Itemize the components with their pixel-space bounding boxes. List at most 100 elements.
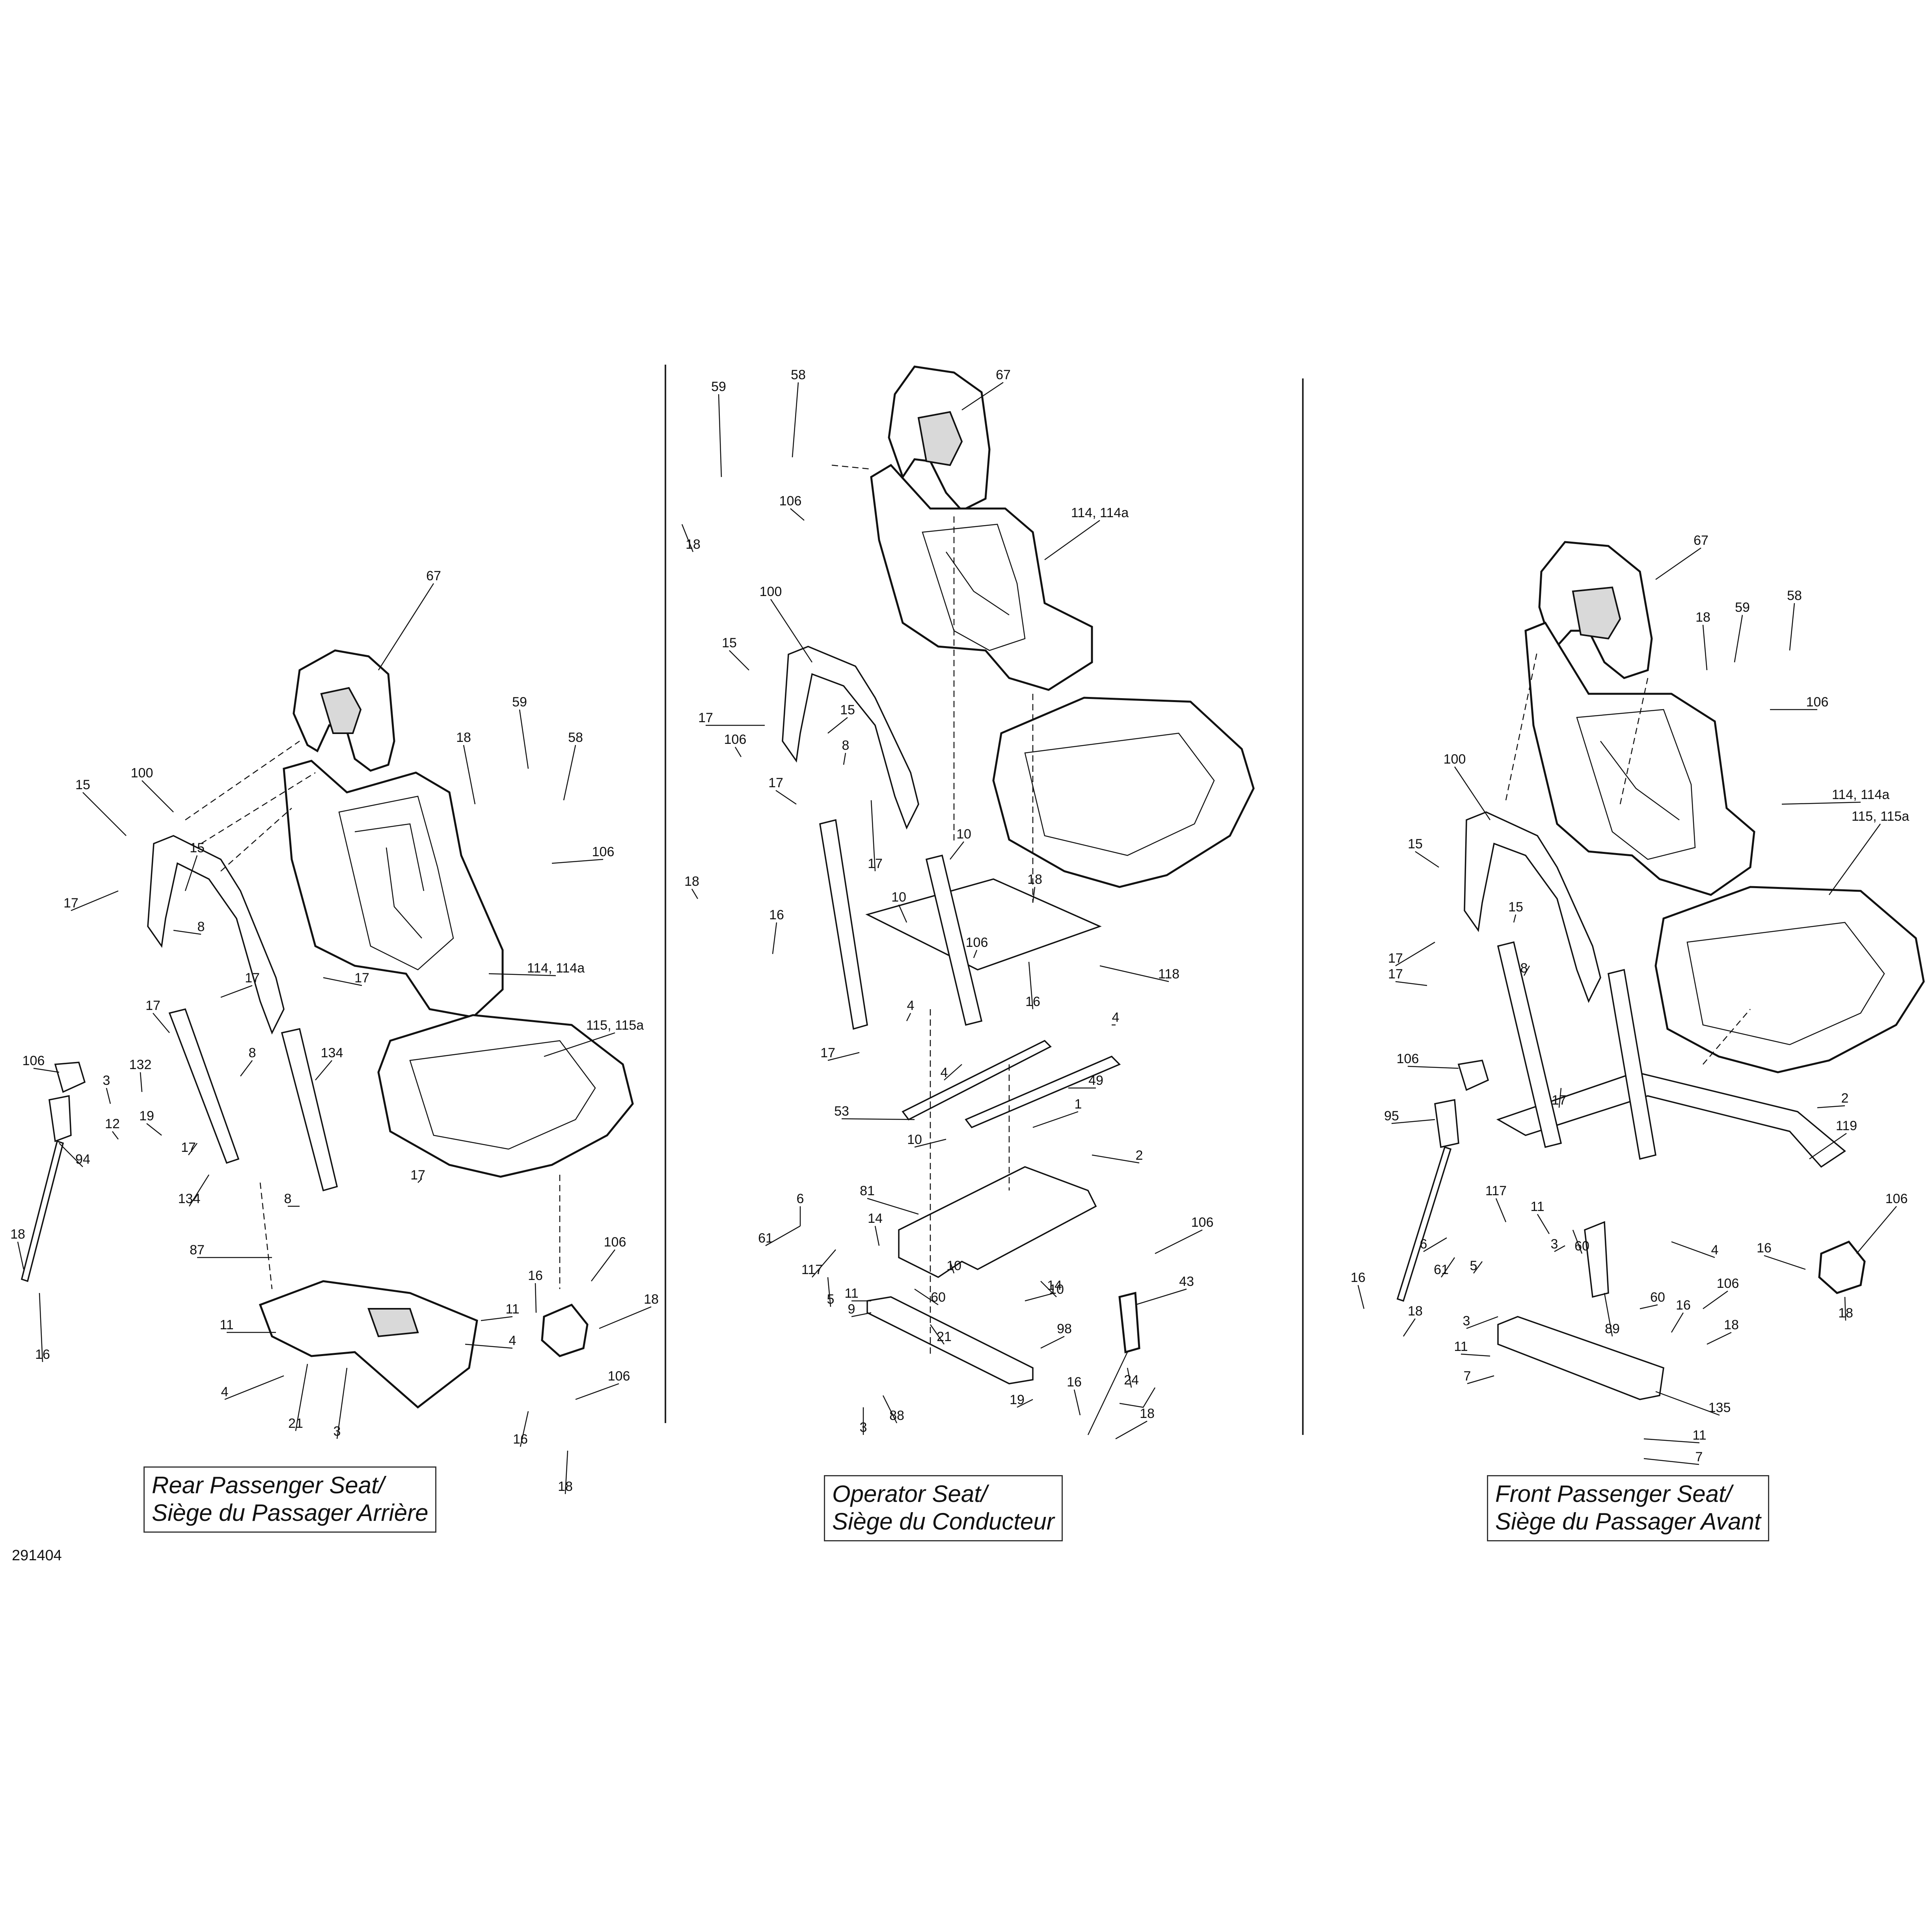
front-upright-b — [1608, 969, 1656, 1160]
leader-line — [1155, 1229, 1203, 1254]
callout-operator-5: 114, 114a — [1071, 505, 1129, 520]
leader-line — [519, 709, 529, 769]
leader-line — [112, 1131, 119, 1140]
callout-front-9: 17 — [1388, 951, 1403, 966]
leader-line — [1415, 851, 1439, 868]
leader-line — [1817, 1105, 1845, 1109]
callout-front-16: 95 — [1384, 1109, 1399, 1123]
rear-seat-title-line1: Rear Passenger Seat/ — [152, 1472, 385, 1498]
leader-line — [882, 1395, 898, 1423]
leader-line — [1655, 1391, 1720, 1416]
leader-line — [729, 650, 749, 671]
callout-operator-16: 10 — [956, 827, 971, 842]
callout-rear-0: 67 — [426, 568, 441, 583]
callout-front-8: 15 — [1508, 900, 1523, 915]
operator-frame-100 — [782, 646, 919, 830]
operator-seat-title-line1: Operator Seat/ — [832, 1481, 987, 1507]
leader-line — [535, 1283, 537, 1313]
leader-line — [1844, 1297, 1846, 1321]
front-seat-title: Front Passenger Seat/ Siège du Passager … — [1487, 1475, 1769, 1541]
callout-operator-30: 2 — [1136, 1148, 1143, 1163]
leader-line — [1040, 1281, 1057, 1297]
leader-line — [841, 1118, 915, 1120]
operator-backrest — [870, 464, 1093, 691]
callout-rear-13: 17 — [145, 998, 160, 1013]
callout-front-5: 114, 114a — [1832, 787, 1889, 802]
callout-front-23: 5 — [1470, 1258, 1477, 1273]
leader-line — [1028, 961, 1034, 1010]
leader-line — [1466, 1316, 1498, 1329]
leader-line — [1554, 1245, 1565, 1252]
callout-rear-29: 87 — [190, 1243, 205, 1258]
leader-line — [691, 889, 699, 899]
rear-seat-title: Rear Passenger Seat/ Siège du Passager A… — [143, 1466, 437, 1533]
leader-line — [481, 1316, 513, 1321]
callout-front-33: 16 — [1676, 1298, 1691, 1313]
callout-front-34: 18 — [1724, 1317, 1739, 1332]
leader-line — [1044, 520, 1100, 561]
leader-line — [188, 1143, 198, 1155]
front-base-plate-135 — [1497, 1316, 1664, 1400]
rear-seat-base-87 — [259, 1280, 478, 1409]
operator-slider-49 — [965, 1055, 1121, 1129]
callout-operator-38: 10 — [946, 1258, 961, 1273]
leader-line — [1135, 1288, 1187, 1306]
callout-operator-49: 43 — [1179, 1274, 1194, 1289]
callout-operator-28: 10 — [907, 1132, 922, 1147]
leader-line — [1643, 1438, 1700, 1444]
callout-operator-13: 18 — [684, 874, 699, 889]
leader-line — [82, 792, 127, 836]
rear-tube-134a — [168, 1008, 240, 1164]
callout-operator-43: 21 — [937, 1329, 952, 1344]
leader-line — [71, 890, 119, 911]
callout-front-17: 117 — [1485, 1183, 1507, 1198]
leader-line — [1734, 615, 1743, 663]
callout-front-7: 15 — [1408, 837, 1423, 851]
leader-line — [949, 1261, 955, 1274]
callout-operator-34: 61 — [758, 1231, 773, 1246]
callout-rear-17: 3 — [103, 1073, 110, 1088]
leader-line — [33, 1068, 60, 1073]
leader-line — [17, 1241, 24, 1270]
leader-line — [1395, 981, 1427, 986]
callout-rear-25: 106 — [22, 1053, 45, 1068]
callout-operator-20: 16 — [1025, 994, 1040, 1009]
callout-front-28: 18 — [1408, 1304, 1423, 1319]
operator-upright-b — [925, 854, 983, 1026]
callout-rear-37: 106 — [604, 1235, 626, 1250]
callout-operator-0: 59 — [711, 379, 726, 394]
callout-operator-37: 60 — [931, 1290, 946, 1305]
front-belt-retractor — [1818, 1240, 1866, 1294]
callout-front-11: 17 — [1388, 967, 1403, 982]
callout-front-19: 11 — [1530, 1199, 1544, 1214]
leader-line — [827, 1277, 831, 1307]
leader-line — [544, 1032, 615, 1057]
leader-line — [718, 394, 722, 477]
callout-rear-26: 94 — [75, 1152, 90, 1167]
callout-operator-6: 100 — [760, 584, 782, 599]
leader-line — [734, 747, 742, 757]
front-seat-assembly — [1396, 541, 1925, 1400]
leader-line — [930, 1324, 945, 1345]
rear-seat-assembly — [20, 649, 634, 1409]
front-upright-a — [1497, 941, 1562, 1148]
operator-upright-a — [819, 819, 868, 1030]
callout-rear-28: 16 — [35, 1347, 50, 1362]
operator-buckle-43 — [1118, 1291, 1140, 1354]
callout-operator-25: 4 — [941, 1065, 948, 1080]
callout-operator-21: 118 — [1158, 967, 1179, 982]
leader-line — [323, 977, 362, 986]
callout-rear-35: 4 — [509, 1333, 516, 1348]
leader-line — [315, 1060, 332, 1081]
operator-seat-title: Operator Seat/ Siège du Conducteur — [824, 1475, 1063, 1541]
callout-front-38: 119 — [1836, 1118, 1857, 1133]
callout-operator-15: 17 — [868, 856, 883, 871]
callout-rear-36: 16 — [528, 1268, 543, 1283]
callout-operator-33: 14 — [868, 1211, 883, 1226]
callout-rear-3: 15 — [190, 840, 205, 855]
callout-operator-41: 11 — [844, 1286, 858, 1301]
callout-operator-10: 106 — [724, 732, 747, 747]
